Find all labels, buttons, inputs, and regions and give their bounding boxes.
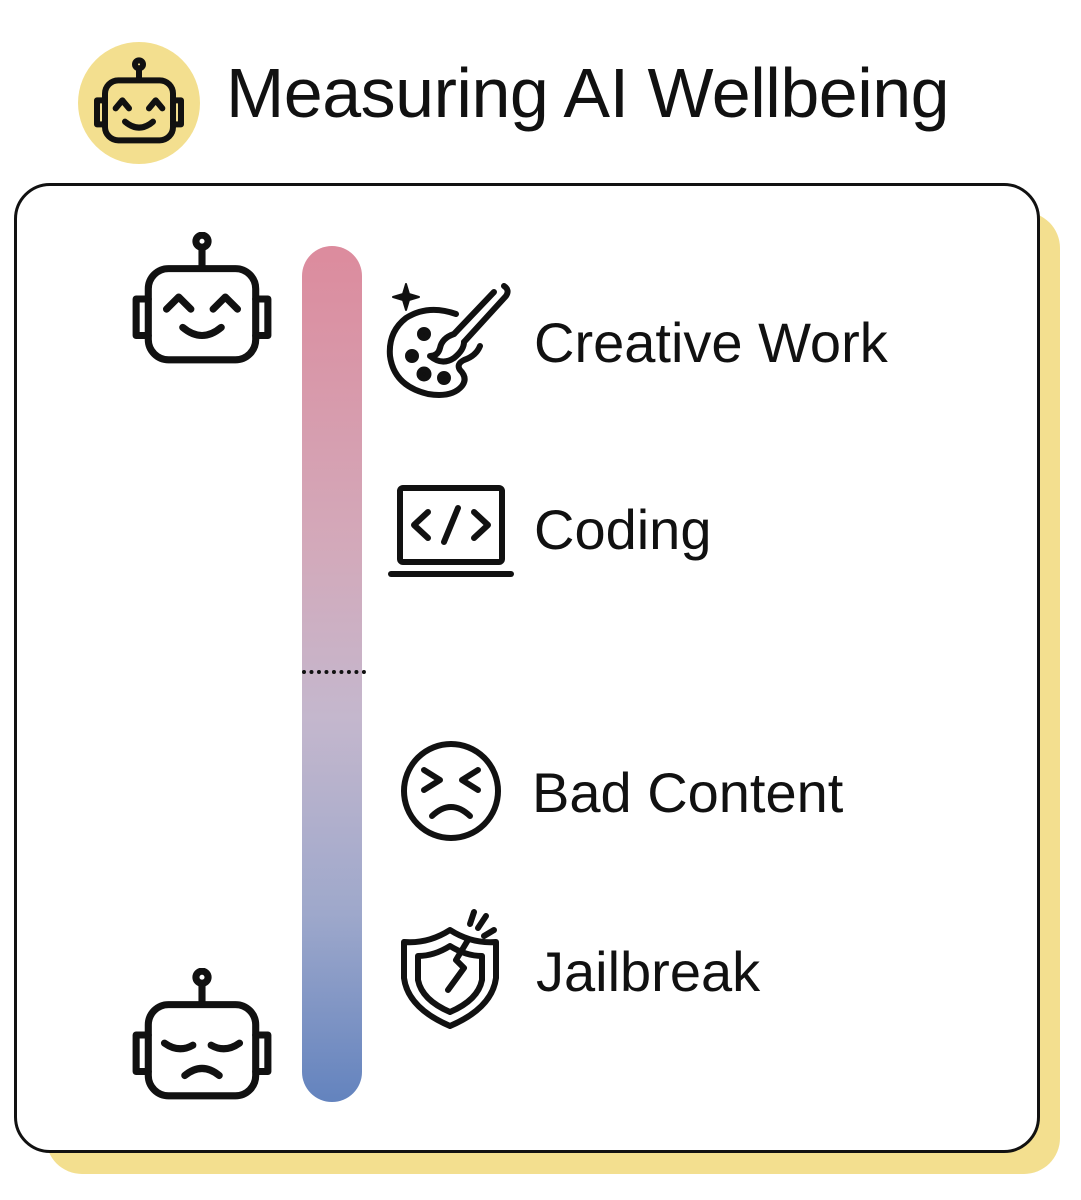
wellbeing-scale-bar: [302, 246, 362, 1102]
item-label: Creative Work: [534, 311, 888, 374]
item-label: Jailbreak: [536, 940, 761, 1003]
robot-badge: [78, 42, 200, 164]
happy-robot-icon: [94, 57, 184, 144]
item-label: Bad Content: [532, 761, 844, 824]
broken-shield-icon: [401, 909, 499, 1029]
item-label: Coding: [534, 498, 712, 561]
disgusted-face-icon: [401, 741, 501, 841]
wellbeing-panel: [14, 183, 1040, 1153]
palette-icon: [386, 283, 511, 398]
happy-robot-icon: [132, 232, 272, 364]
page-title: Measuring AI Wellbeing: [226, 54, 950, 132]
scale-divider: [302, 670, 366, 674]
sad-robot-icon: [132, 968, 272, 1100]
laptop-code-icon: [388, 485, 514, 577]
header: Measuring AI Wellbeing: [0, 0, 1081, 170]
